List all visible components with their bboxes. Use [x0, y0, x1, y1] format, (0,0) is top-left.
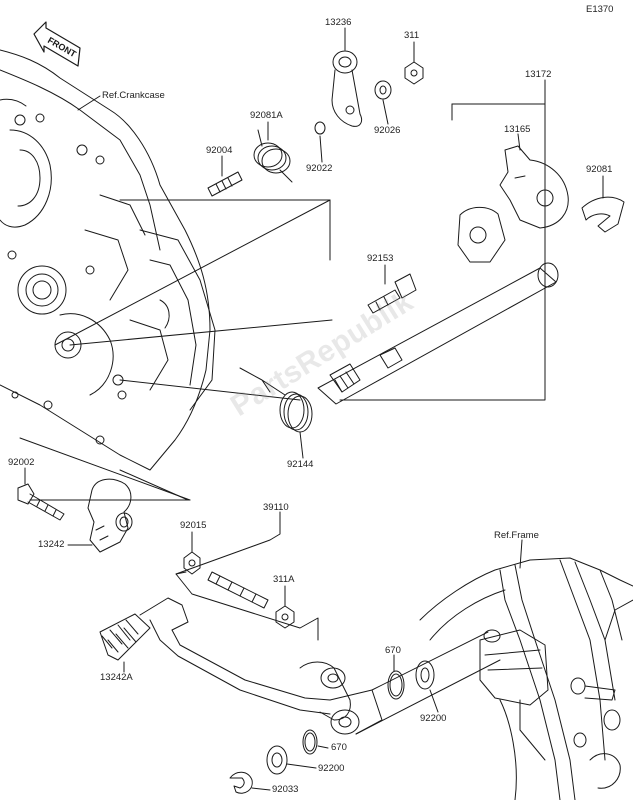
- part-92200-washer-lower-icon: [266, 745, 288, 775]
- part-670-oring-upper-icon: [387, 670, 405, 700]
- part-label-92002: 92002: [8, 457, 35, 468]
- part-92022-washer-icon: [314, 121, 326, 135]
- part-311-nut-icon: [404, 61, 424, 85]
- part-670-oring-lower-icon: [302, 729, 318, 755]
- part-label-92144: 92144: [287, 459, 314, 470]
- part-label-92022: 92022: [306, 163, 333, 174]
- frame-illustration: [419, 557, 633, 800]
- part-label-92081: 92081: [586, 164, 613, 175]
- part-label-39110: 39110: [263, 502, 289, 513]
- part-39110-tie-rod-icon: [207, 571, 269, 609]
- part-label-92015: 92015: [180, 520, 207, 531]
- part-label-92200-lower: 92200: [318, 763, 345, 774]
- diagram-code: E1370: [586, 4, 614, 15]
- part-92026-washer-icon: [374, 80, 392, 100]
- part-92200-washer-right-icon: [415, 660, 435, 690]
- part-label-13236: 13236: [325, 17, 352, 28]
- part-label-670-upper: 670: [385, 645, 401, 656]
- part-label-13165: 13165: [504, 124, 531, 135]
- part-label-13242A: 13242A: [100, 672, 133, 683]
- ref-crankcase-label: Ref.Crankcase: [102, 90, 165, 101]
- part-13242A-shift-pedal-icon: [99, 597, 383, 735]
- part-label-92026: 92026: [374, 125, 401, 136]
- part-label-92004: 92004: [206, 145, 233, 156]
- part-311A-nut-icon: [275, 605, 295, 629]
- part-13172-shift-shaft-icon: [317, 206, 559, 405]
- part-label-92033: 92033: [272, 784, 299, 795]
- part-13242-clamp-icon: [87, 478, 133, 553]
- part-label-13172: 13172: [525, 69, 552, 80]
- ref-frame-label: Ref.Frame: [494, 530, 539, 541]
- part-92033-circlip-icon: [229, 771, 253, 794]
- part-92153-bolt-icon: [367, 273, 417, 314]
- part-13165-plate-icon: [499, 145, 569, 229]
- front-arrow-icon: FRONT: [33, 21, 81, 67]
- part-label-13242: 13242: [38, 539, 65, 550]
- part-label-670-lower: 670: [331, 742, 347, 753]
- part-92002-bolt-icon: [17, 483, 65, 521]
- part-label-92200-right: 92200: [420, 713, 447, 724]
- part-13236-icon: [331, 50, 363, 127]
- part-92081A-spring-icon: [253, 129, 293, 183]
- part-label-311A: 311A: [273, 574, 295, 585]
- crankcase-illustration: [0, 49, 216, 471]
- part-92081-clip-icon: [581, 196, 625, 233]
- part-92004-pin-icon: [207, 171, 243, 197]
- part-label-92153: 92153: [367, 253, 394, 264]
- part-label-92081A: 92081A: [250, 110, 283, 121]
- part-label-311: 311: [404, 30, 420, 41]
